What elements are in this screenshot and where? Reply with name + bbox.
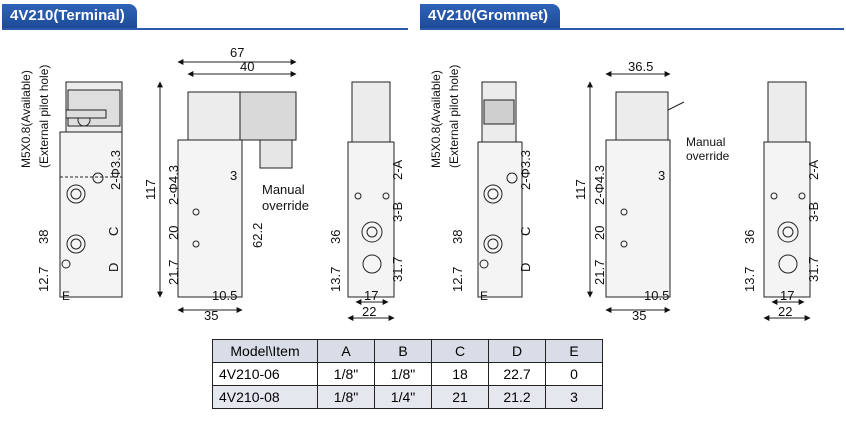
- table-header-row: Model\Item A B C D E: [212, 339, 603, 363]
- table-header: C: [431, 339, 489, 363]
- dim-20-terminal: 20: [166, 226, 181, 240]
- table-cell: 21: [431, 385, 489, 409]
- dim-20-grommet: 20: [592, 226, 607, 240]
- pilot-hole-label-terminal: M5X0.8(Available): [19, 70, 33, 168]
- terminal-port-view: [347, 81, 395, 321]
- dim-35-terminal: 35: [204, 308, 218, 323]
- dim-36-5: 36.5: [628, 59, 653, 74]
- technical-drawing: M5X0.8(Available) (External pilot hole) …: [19, 45, 821, 323]
- hole-label-grommet: 2-Φ3.3: [518, 150, 533, 190]
- dim-13-7-grommet: 13.7: [742, 267, 757, 292]
- table-cell: 0: [545, 362, 603, 386]
- dim-67: 67: [230, 45, 244, 60]
- table-cell: 1/8": [374, 362, 432, 386]
- pilot-hole-label-grommet: M5X0.8(Available): [429, 70, 443, 168]
- dim-22-terminal: 22: [362, 304, 376, 319]
- port-2a-grommet: 2-A: [806, 159, 821, 180]
- dim-d-terminal: D: [106, 263, 121, 272]
- pilot-hole-sub-grommet: (External pilot hole): [447, 65, 461, 168]
- dim-c-grommet: C: [518, 227, 533, 236]
- table-row: 4V210-06 1/8" 1/8" 18 22.7 0: [212, 362, 603, 386]
- panel-title-grommet: 4V210(Grommet): [420, 4, 561, 28]
- dim-17-terminal: 17: [364, 288, 378, 303]
- hole-label-43-grommet: 2-Φ4.3: [592, 165, 607, 205]
- grommet-side-view: [477, 81, 523, 298]
- override-label-terminal: override: [262, 198, 309, 213]
- dim-22-grommet: 22: [778, 304, 792, 319]
- table-cell: 4V210-08: [212, 385, 318, 409]
- panel-divider-terminal: [2, 28, 408, 30]
- panel-divider-grommet: [420, 28, 844, 30]
- table-header: D: [488, 339, 546, 363]
- table-row: 4V210-08 1/8" 1/4" 21 21.2 3: [212, 385, 603, 409]
- dim-21-7-grommet: 21.7: [592, 260, 607, 285]
- table-header: E: [545, 339, 603, 363]
- dim-31-7-grommet: 31.7: [806, 257, 821, 282]
- terminal-side-view: [59, 81, 123, 298]
- dim-17-grommet: 17: [780, 288, 794, 303]
- port-3b-grommet: 3-B: [806, 202, 821, 222]
- pilot-hole-sub-terminal: (External pilot hole): [37, 65, 51, 168]
- dim-e-terminal: E: [62, 289, 70, 303]
- dim-35-grommet: 35: [632, 308, 646, 323]
- dim-e-grommet: E: [480, 289, 488, 303]
- table-cell: 21.2: [488, 385, 546, 409]
- hole-label-terminal: 2-Φ3.3: [108, 150, 123, 190]
- table-header: B: [374, 339, 432, 363]
- panel-title-terminal: 4V210(Terminal): [2, 4, 137, 28]
- dim-d-grommet: D: [518, 263, 533, 272]
- grommet-front-view: [587, 71, 685, 313]
- dim-c-terminal: C: [106, 227, 121, 236]
- dim-38-grommet: 38: [450, 230, 465, 244]
- dim-36-grommet: 36: [742, 230, 757, 244]
- dim-12-7-grommet: 12.7: [450, 267, 465, 292]
- dim-21-7-terminal: 21.7: [166, 260, 181, 285]
- hole-label-43-terminal: 2-Φ4.3: [166, 165, 181, 205]
- dim-3-terminal: 3: [230, 168, 237, 183]
- manual-label-terminal: Manual: [262, 182, 305, 197]
- override-label-grommet: override: [686, 149, 730, 163]
- dim-31-7-terminal: 31.7: [390, 257, 405, 282]
- table-cell: 1/8": [317, 362, 375, 386]
- dim-12-7-terminal: 12.7: [36, 267, 51, 292]
- dim-36-terminal: 36: [328, 230, 343, 244]
- dim-40: 40: [240, 59, 254, 74]
- table-cell: 1/8": [317, 385, 375, 409]
- grommet-port-view: [763, 81, 811, 321]
- table-header: A: [317, 339, 375, 363]
- manual-label-grommet: Manual: [686, 135, 725, 149]
- table-cell: 4V210-06: [212, 362, 318, 386]
- port-2a-terminal: 2-A: [390, 159, 405, 180]
- terminal-front-view: [157, 59, 297, 313]
- dim-62-2: 62.2: [250, 223, 265, 248]
- dim-38-terminal: 38: [36, 230, 51, 244]
- dim-117-terminal: 117: [143, 179, 158, 200]
- dim-117-grommet: 117: [573, 179, 588, 200]
- dim-13-7-terminal: 13.7: [328, 267, 343, 292]
- table-cell: 1/4": [374, 385, 432, 409]
- dim-10-5-grommet: 10.5: [644, 288, 669, 303]
- table-cell: 22.7: [488, 362, 546, 386]
- spec-table: Model\Item A B C D E 4V210-06 1/8" 1/8" …: [212, 339, 603, 409]
- port-3b-terminal: 3-B: [390, 202, 405, 222]
- dim-10-5-terminal: 10.5: [212, 288, 237, 303]
- dim-3-grommet: 3: [658, 168, 665, 183]
- table-cell: 18: [431, 362, 489, 386]
- table-cell: 3: [545, 385, 603, 409]
- table-header: Model\Item: [212, 339, 318, 363]
